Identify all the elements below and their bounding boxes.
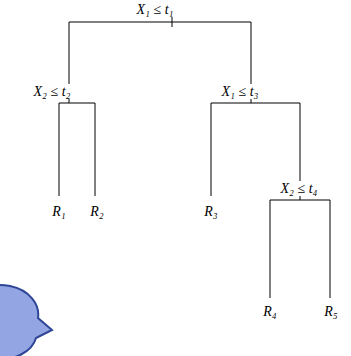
lower-branch [270,200,330,298]
split-rule: X₁ ≤ t₁ [135,2,176,17]
region-label: R₃ [202,204,219,219]
split-rule: X₂ ≤ t₂ [32,84,73,99]
root-tick [172,17,173,27]
split-rule: X₂ ≤ t₄ [279,181,320,196]
tree-branches [59,17,330,298]
left-branch [59,103,95,196]
region-label: R₂ [88,204,105,219]
region-label: R₅ [322,304,339,319]
region-label: R₄ [261,304,278,319]
split-rule: X₁ ≤ t₃ [220,84,261,99]
region-label: R₁ [50,204,67,219]
speech-bubble [0,285,52,356]
